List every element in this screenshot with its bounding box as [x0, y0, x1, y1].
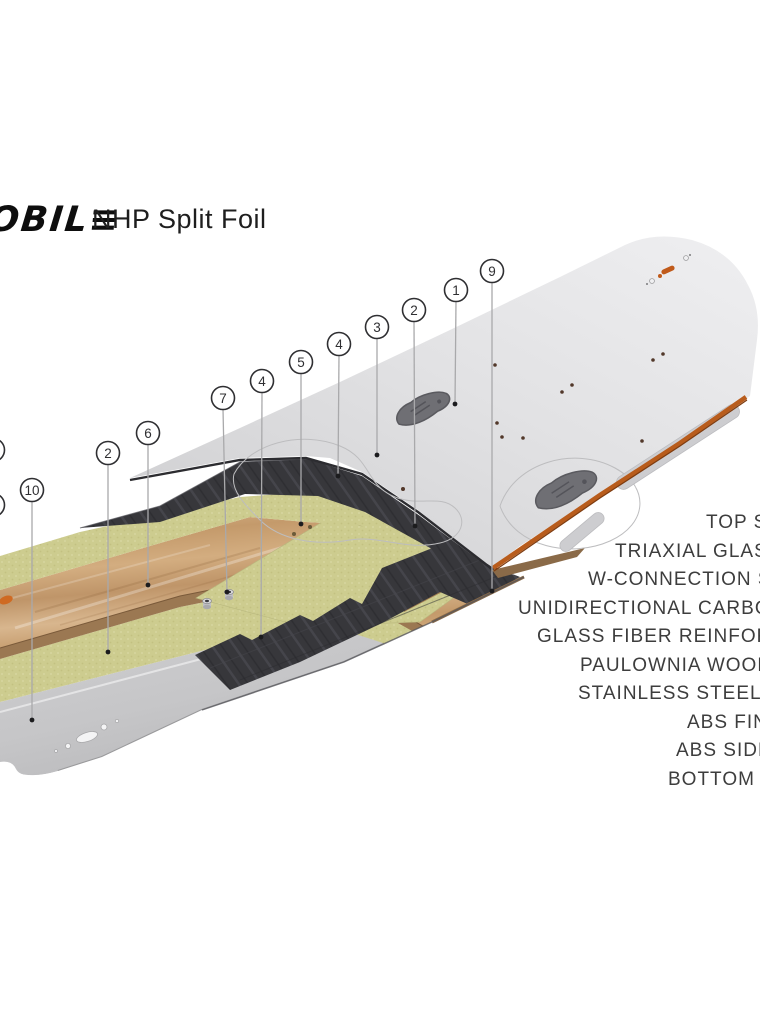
legend-item-abs-sidewall: ABS SIDEW — [676, 740, 760, 761]
footpad-back — [535, 470, 598, 510]
footpad-front — [396, 391, 451, 426]
legend-item-stainless-inserts: STAINLESS STEEL INS — [578, 683, 760, 704]
legend-item-abs-fin: ABS FIN — [687, 712, 760, 733]
legend-item-glass-reinforcement: GLASS FIBER REINFORCEM — [537, 626, 760, 647]
callout-circle-partial-upper — [0, 439, 6, 461]
callout-circle-3: 3 — [364, 314, 390, 340]
callout-circle-5: 5 — [288, 349, 314, 375]
svg-text:7: 7 — [219, 391, 227, 406]
tip-insert-cluster — [646, 254, 691, 285]
legend-item-triaxial-glass: TRIAXIAL GLASS F — [615, 541, 760, 562]
svg-text:4: 4 — [335, 337, 343, 352]
svg-text:1: 1 — [452, 283, 460, 298]
legend-item-w-connection: W-CONNECTION SYS — [588, 569, 760, 590]
callout-circle-1: 1 — [443, 277, 469, 303]
svg-text:10: 10 — [24, 483, 39, 498]
svg-text:3: 3 — [373, 320, 381, 335]
insert-orange-left — [0, 595, 13, 605]
callout-circles: 9 1 2 3 4 5 4 — [0, 258, 505, 516]
callout-circle-4: 4 — [326, 331, 352, 357]
page-title: NHP Split Foil — [92, 204, 267, 234]
cut-face-strips — [201, 548, 585, 711]
layer-abs-sidewall — [491, 395, 748, 572]
callout-circle-9: 9 — [479, 258, 505, 284]
layer-carbon-top — [79, 458, 492, 586]
legend-item-paulownia-woodcore: PAULOWNIA WOODC — [580, 655, 760, 676]
deck-insert-dots — [401, 352, 665, 491]
svg-text:9: 9 — [488, 264, 496, 279]
callout-circle-10: 10 — [19, 477, 45, 503]
callout-circle-7: 7 — [210, 385, 236, 411]
callout-lines — [31, 282, 493, 720]
callout-circle-partial-lower — [0, 494, 6, 516]
svg-text:2: 2 — [104, 446, 112, 461]
callout-circle-6: 6 — [135, 420, 161, 446]
svg-text:6: 6 — [144, 426, 152, 441]
legend-item-unidirectional-carbon: UNIDIRECTIONAL CARBON F — [518, 598, 760, 619]
callout-circle-2: 2 — [401, 297, 427, 323]
callout-circle-2b: 2 — [95, 440, 121, 466]
bottom-sheet-holes — [54, 719, 119, 753]
svg-text:2: 2 — [410, 303, 418, 318]
svg-text:5: 5 — [297, 355, 305, 370]
layer-top-sheet — [129, 236, 758, 572]
svg-text:4: 4 — [258, 374, 266, 389]
deck-contour-lines — [232, 438, 641, 550]
legend-item-bottom-sheet: BOTTOM SH — [668, 769, 760, 790]
callout-circle-4b: 4 — [249, 368, 275, 394]
callout-endpoint-dots — [29, 401, 495, 723]
layer-carbon-bottom — [195, 545, 520, 690]
legend-item-top-sheet: TOP SH — [706, 512, 760, 533]
